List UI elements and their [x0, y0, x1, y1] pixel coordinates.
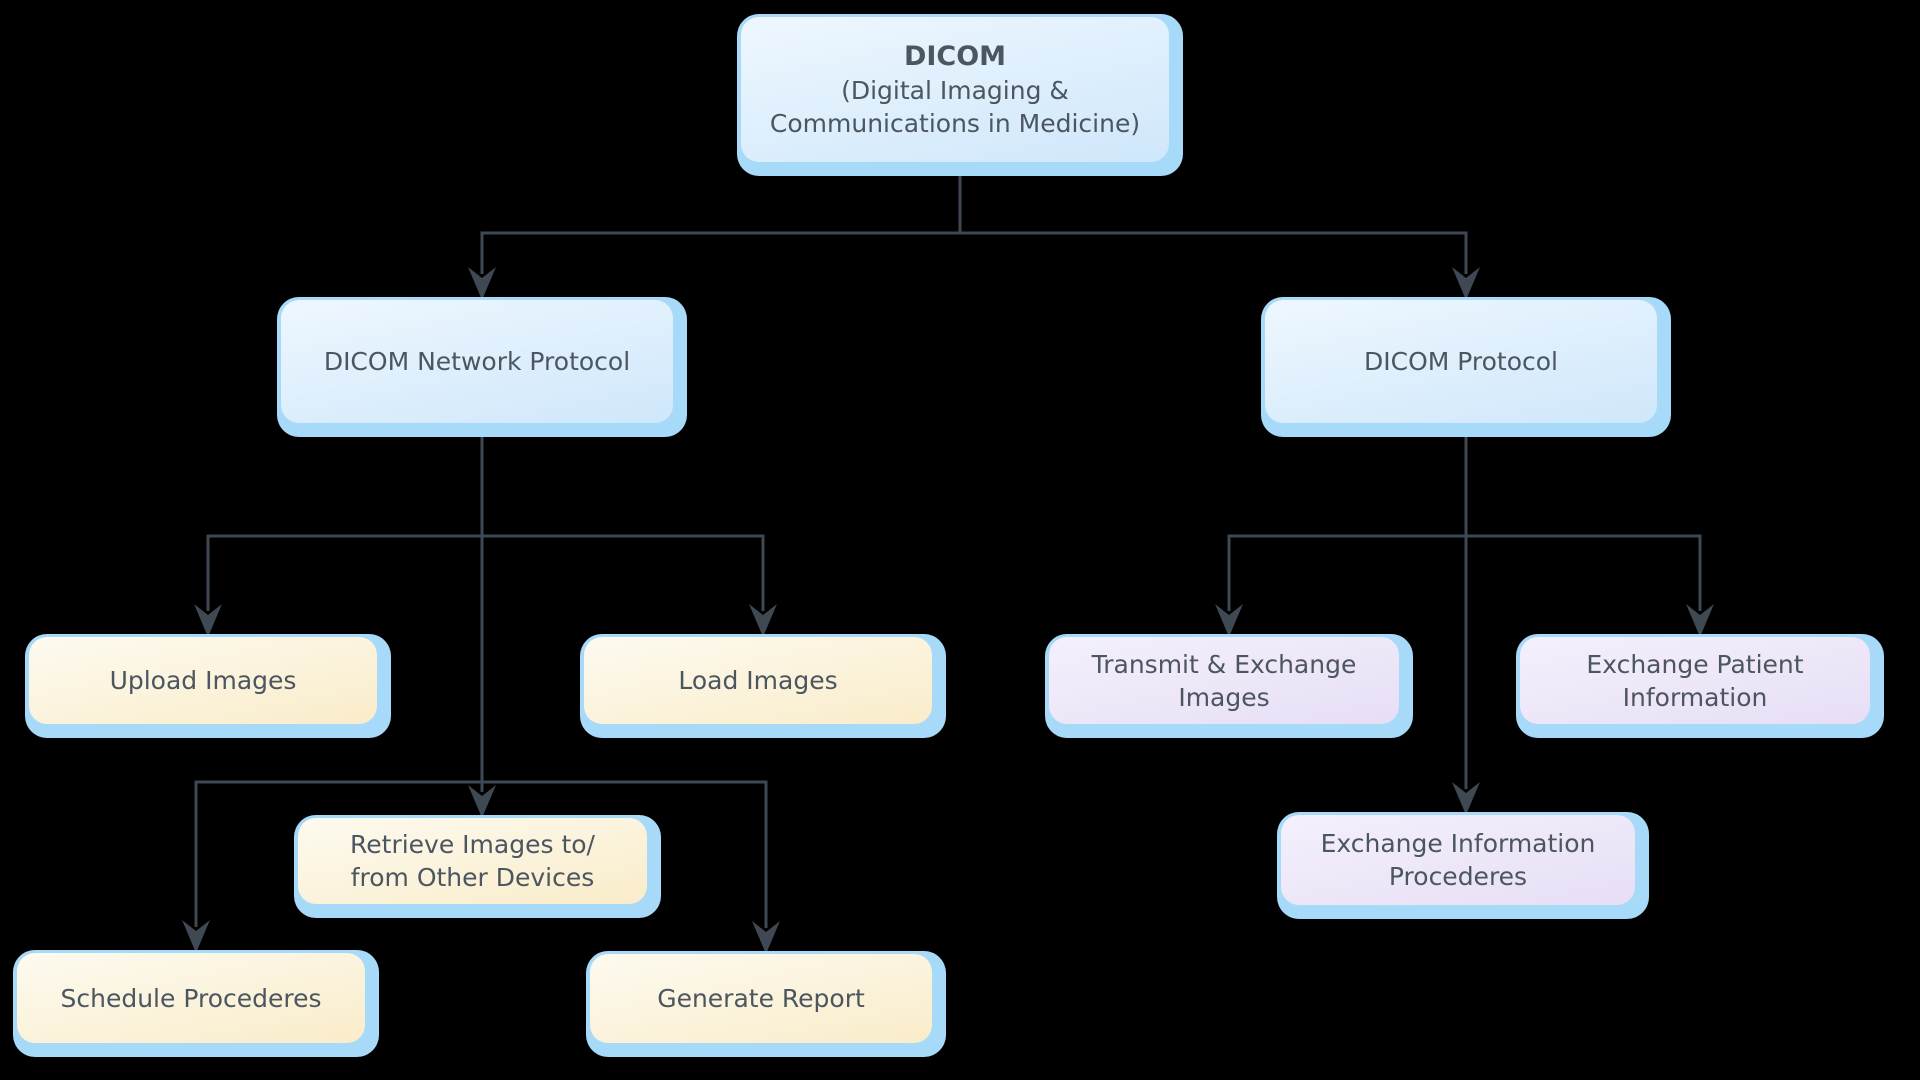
node-upload-images-label: Upload Images — [109, 666, 297, 695]
node-dicom-protocol: DICOM Protocol — [1261, 297, 1671, 437]
node-retrieve-images: Retrieve Images to/ from Other Devices — [294, 815, 661, 918]
arrowhead-exchange-patient — [1686, 604, 1714, 637]
node-load-images: Load Images — [580, 634, 946, 738]
arrowhead-load-images — [749, 604, 777, 637]
node-exchange-information-procederes-label: Exchange Information Procederes — [1320, 829, 1596, 891]
arrowhead-dicom-protocol — [1452, 267, 1480, 300]
node-transmit-exchange-images: Transmit & Exchange Images — [1045, 634, 1413, 738]
node-generate-report: Generate Report — [586, 951, 946, 1057]
node-dicom-network-protocol-label: DICOM Network Protocol — [323, 347, 631, 376]
node-upload-images: Upload Images — [25, 634, 391, 738]
arrowhead-generate-report — [752, 921, 780, 954]
node-retrieve-images-label: Retrieve Images to/ from Other Devices — [350, 830, 595, 892]
node-transmit-exchange-images-body: Transmit & Exchange Images — [1049, 637, 1399, 724]
node-dicom-title: DICOM — [903, 40, 1007, 72]
arrowhead-upload-images — [194, 604, 222, 637]
node-schedule-procederes-label: Schedule Procederes — [60, 983, 322, 1013]
node-schedule-procederes: Schedule Procederes — [13, 950, 379, 1057]
node-dicom-network-protocol: DICOM Network Protocol — [277, 297, 687, 437]
node-exchange-patient-information: Exchange Patient Information — [1516, 634, 1884, 738]
arrowhead-transmit-images — [1215, 604, 1243, 637]
node-upload-images-body: Upload Images — [29, 637, 377, 724]
node-exchange-information-procederes: Exchange Information Procederes — [1277, 812, 1649, 919]
node-dicom-protocol-body: DICOM Protocol — [1265, 300, 1657, 423]
node-exchange-information-procederes-body: Exchange Information Procederes — [1281, 815, 1635, 905]
node-retrieve-images-body: Retrieve Images to/ from Other Devices — [298, 818, 647, 904]
node-dicom-network-protocol-body: DICOM Network Protocol — [281, 300, 673, 423]
node-schedule-procederes-body: Schedule Procederes — [17, 953, 365, 1043]
node-transmit-exchange-images-label: Transmit & Exchange Images — [1091, 649, 1357, 712]
node-load-images-label: Load Images — [678, 666, 838, 695]
node-dicom-protocol-label: DICOM Protocol — [1363, 347, 1559, 376]
node-load-images-body: Load Images — [584, 637, 932, 724]
node-exchange-patient-information-label: Exchange Patient Information — [1586, 649, 1804, 712]
node-exchange-patient-information-body: Exchange Patient Information — [1520, 637, 1870, 724]
node-dicom: DICOM (Digital Imaging & Communications … — [737, 14, 1183, 176]
node-dicom-body: DICOM (Digital Imaging & Communications … — [741, 17, 1169, 162]
arrowhead-retrieve-images — [468, 785, 496, 818]
arrowhead-schedule-procederes — [182, 920, 210, 953]
arrowhead-exchange-information — [1452, 782, 1480, 815]
node-generate-report-body: Generate Report — [590, 954, 932, 1043]
node-dicom-subtitle: (Digital Imaging & Communications in Med… — [769, 76, 1141, 139]
node-generate-report-label: Generate Report — [657, 984, 865, 1013]
arrowhead-network-protocol — [468, 267, 496, 300]
